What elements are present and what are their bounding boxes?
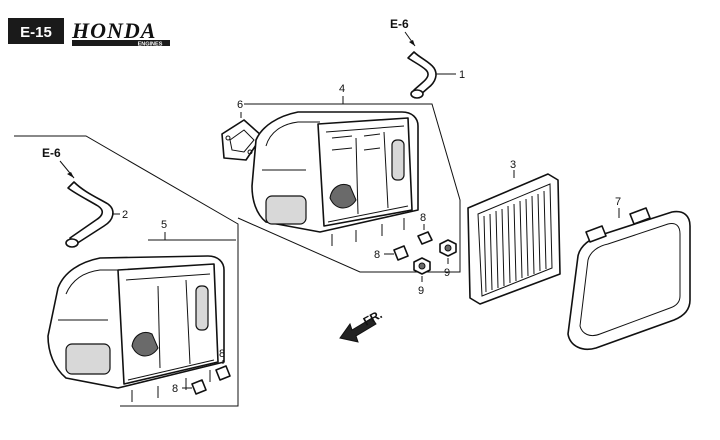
callout-5: 5 [161, 219, 167, 231]
brand-name: HONDA [71, 18, 156, 43]
brand-subtitle: ENGINES [138, 42, 163, 48]
nut-9-a [439, 239, 457, 257]
callout-8a: 8 [420, 212, 426, 224]
callout-6: 6 [237, 99, 243, 111]
nut-9-b [413, 257, 431, 275]
page-code: E-15 [20, 24, 52, 41]
grommet-8-lower-a [215, 365, 231, 381]
callout-2: 2 [122, 209, 128, 221]
callout-8b: 8 [374, 249, 380, 261]
reference-left: E-6 [42, 146, 61, 160]
callout-8c: 8 [219, 348, 225, 360]
callout-9a: 9 [444, 267, 450, 279]
filter-element-part-3 [467, 173, 561, 305]
grommet-8-upper-b [393, 245, 409, 261]
hose-part-1 [407, 51, 437, 99]
grommet-8-upper-a [417, 231, 433, 245]
callout-3: 3 [510, 159, 516, 171]
grommet-8-lower-b [191, 379, 207, 395]
group-bracket-4: 4 [237, 83, 461, 273]
gasket-part-6 [221, 119, 263, 161]
callout-4: 4 [339, 83, 345, 95]
hose-part-2 [65, 181, 114, 248]
front-direction-arrow: FR. [339, 307, 384, 343]
callout-7: 7 [615, 196, 621, 208]
air-cleaner-case-part-5 [47, 255, 225, 402]
reference-top: E-6 [390, 17, 409, 31]
callout-9b: 9 [418, 285, 424, 297]
honda-logo: HONDA ENGINES [71, 18, 170, 48]
callout-8d: 8 [172, 383, 178, 395]
page-code-badge: E-15 [8, 18, 64, 44]
cover-part-7 [567, 207, 691, 350]
air-cleaner-case-part-4 [251, 111, 419, 246]
callout-1: 1 [459, 69, 465, 81]
group-bracket-5: 5 [14, 135, 239, 407]
